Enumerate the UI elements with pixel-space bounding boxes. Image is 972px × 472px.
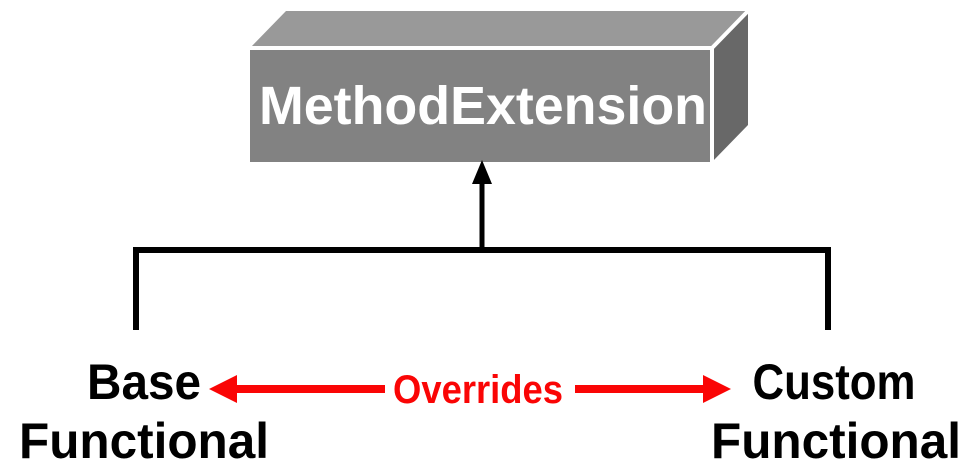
left-arrowhead-icon bbox=[209, 375, 237, 403]
hierarchy-connector bbox=[133, 160, 831, 330]
box-side-face bbox=[712, 11, 748, 162]
node-custom-functional: Custom Functional bbox=[711, 354, 961, 469]
overrides-label: Overrides bbox=[393, 368, 563, 412]
method-extension-box: MethodExtension bbox=[248, 9, 750, 162]
box-edge-diagonal bbox=[710, 9, 750, 50]
box-front-face bbox=[250, 48, 712, 162]
node-base-functional: Base Functional bbox=[19, 354, 269, 469]
base-functional-line2: Functional bbox=[19, 413, 269, 469]
box-top-face bbox=[250, 11, 748, 48]
up-arrowhead-icon bbox=[472, 160, 492, 184]
box-label: MethodExtension bbox=[259, 76, 707, 136]
custom-functional-line1: Custom bbox=[753, 354, 916, 410]
base-functional-line1: Base bbox=[87, 354, 201, 410]
connector-bracket bbox=[133, 247, 831, 330]
custom-functional-line2: Functional bbox=[711, 413, 961, 469]
right-arrowhead-icon bbox=[703, 375, 731, 403]
overrides-arrow: Overrides bbox=[209, 368, 731, 412]
